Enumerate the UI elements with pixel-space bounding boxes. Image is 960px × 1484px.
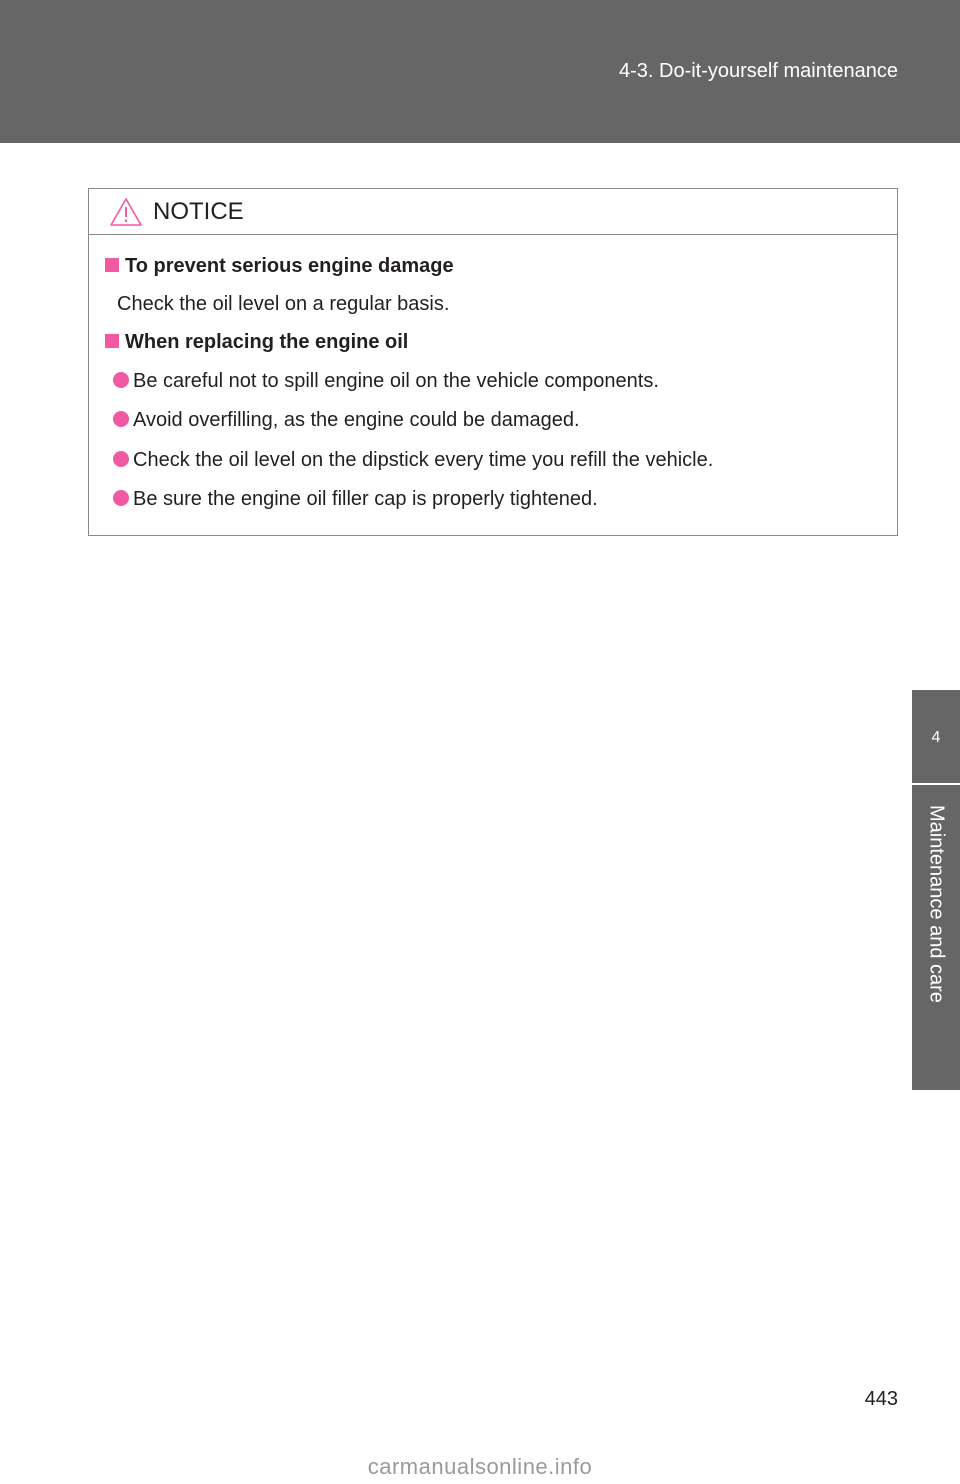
chapter-tab: 4 Maintenance and care: [912, 690, 960, 1090]
notice-header: NOTICE: [89, 189, 897, 235]
chapter-label: Maintenance and care: [925, 805, 948, 1003]
round-bullet-icon: [113, 411, 129, 427]
section-heading: When replacing the engine oil: [105, 331, 408, 354]
list-item: Avoid overfilling, as the engine could b…: [113, 409, 580, 432]
notice-box: NOTICE To prevent serious engine damage …: [88, 188, 898, 536]
section-heading: To prevent serious engine damage: [105, 255, 454, 278]
section-title: 4-3. Do-it-yourself maintenance: [618, 60, 898, 82]
square-bullet-icon: [105, 334, 119, 348]
page-number: 443: [864, 1388, 898, 1410]
chapter-divider: [912, 783, 960, 785]
page-header: 4-3. Do-it-yourself maintenance: [0, 0, 960, 143]
square-bullet-icon: [105, 258, 119, 272]
round-bullet-icon: [113, 451, 129, 467]
list-item: Be careful not to spill engine oil on th…: [113, 370, 659, 393]
round-bullet-icon: [113, 372, 129, 388]
list-item: Check the oil level on the dipstick ever…: [113, 449, 713, 472]
notice-title: NOTICE: [153, 198, 244, 225]
chapter-number: 4: [931, 729, 941, 746]
list-item: Be sure the engine oil filler cap is pro…: [113, 488, 598, 511]
warning-triangle-icon: [110, 198, 142, 226]
watermark: carmanualsonline.info: [367, 1454, 593, 1479]
section-text: Check the oil level on a regular basis.: [117, 293, 450, 315]
round-bullet-icon: [113, 490, 129, 506]
